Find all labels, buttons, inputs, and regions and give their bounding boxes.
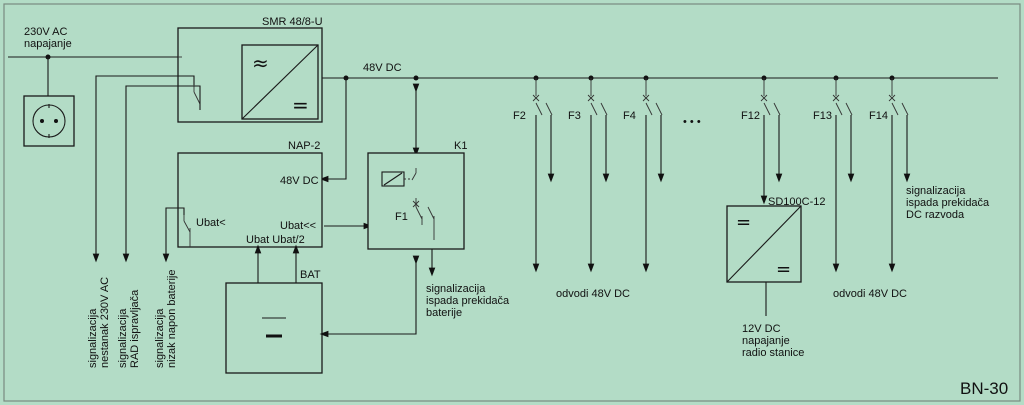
rectifier-diagonal [241, 44, 319, 120]
signal-low-battery-label: signalizacija nizak napon baterije [154, 270, 178, 368]
converter-symbol-top: = [736, 212, 751, 233]
radio-line-2: napajanje [742, 335, 790, 347]
dc-signal-3: DC razvoda [906, 209, 965, 221]
k1-coil-diagonal [383, 172, 403, 186]
k1-battery-wire [319, 255, 420, 338]
nap2-dc-label: 48V DC [280, 175, 319, 187]
drawing-id: BN-30 [960, 379, 1008, 398]
nap2-name: NAP-2 [288, 140, 320, 152]
breakers-group: F2 F3 F4 F12 F13 F14 [513, 75, 911, 273]
dc-signal-2: ispada prekidača [906, 197, 990, 209]
rectifier-dc-symbol: = [292, 93, 309, 117]
k1-fuse-label: F1 [395, 211, 408, 223]
outputs-right-label: odvodi 48V DC [833, 288, 907, 300]
signal-ac-loss-label: signalizacija nestanak 230V AC [87, 277, 111, 368]
k1-f1-aux [427, 206, 435, 220]
breaker-f2-blade [535, 102, 543, 116]
nap2-ubat-low: Ubat< [196, 217, 226, 229]
battery-signal-1: signalizacija [426, 283, 486, 295]
outer-frame [3, 3, 1021, 402]
battery-signal-3: baterije [426, 307, 462, 319]
k1-name: K1 [454, 140, 467, 152]
breaker-f12-x2 [760, 94, 768, 102]
ac-input-label-1: 230V AC [24, 26, 67, 38]
nap2-ubat-pins: Ubat Ubat/2 [246, 234, 305, 246]
breaker-f14-blade [891, 102, 899, 116]
converter-diagonal [726, 205, 802, 283]
breaker-f13-label: F13 [813, 110, 832, 122]
nap2-contact-blade [183, 220, 191, 233]
breaker-f13-aux-blade [845, 102, 853, 116]
signal-wire-low-battery [162, 207, 185, 263]
svg-text:nestanak 230V AC: nestanak 230V AC [99, 277, 111, 368]
radio-line-1: 12V DC [742, 323, 781, 335]
rect-contact-blade [193, 91, 201, 105]
breaker-f12-label: F12 [741, 110, 760, 122]
outputs-left-label: odvodi 48V DC [556, 288, 630, 300]
converter-name: SD100C-12 [768, 196, 825, 208]
nap2-feed-wire [319, 78, 347, 183]
breaker-f3-blade [590, 102, 598, 116]
signal-rectifier-run-label: signalizacija RAD ispravljača [117, 289, 141, 368]
breaker-f14-x2 [888, 94, 896, 102]
breaker-f3-aux-blade [600, 102, 608, 116]
svg-text:signalizacija: signalizacija [154, 308, 166, 368]
battery-box [225, 282, 323, 374]
breaker-f3-x2 [587, 94, 595, 102]
power-socket-icon [23, 95, 75, 147]
breaker-f14-label: F14 [869, 110, 888, 122]
ellipsis: • • • [683, 116, 701, 128]
nap2-box [177, 152, 323, 248]
breaker-f3-label: F3 [568, 110, 581, 122]
radio-line-3: radio stanice [742, 347, 804, 359]
battery-signal-2: ispada prekidača [426, 295, 510, 307]
dc-signal-1: signalizacija [906, 185, 966, 197]
breaker-f13-x2 [832, 94, 840, 102]
k1-f1-x2 [412, 200, 420, 208]
breaker-f2-aux-blade [545, 102, 553, 116]
converter-symbol-bottom: = [776, 259, 791, 280]
signal-wire-ac-loss [92, 75, 195, 263]
bus-label: 48V DC [363, 62, 402, 74]
breaker-f4-label: F4 [623, 110, 636, 122]
breaker-f4-blade [645, 102, 653, 116]
svg-text:signalizacija: signalizacija [117, 308, 129, 368]
breaker-f14-aux-blade [901, 102, 909, 116]
breaker-f2-label: F2 [513, 110, 526, 122]
breaker-f4-aux-blade [655, 102, 663, 116]
battery-name: BAT [300, 269, 321, 281]
svg-text:nizak napon baterije: nizak napon baterije [166, 270, 178, 368]
breaker-f13-blade [835, 102, 843, 116]
rectifier-name: SMR 48/8-U [262, 16, 323, 28]
bus-junction-k1 [413, 75, 419, 81]
nap2-ubat-very-low: Ubat<< [280, 220, 316, 232]
breaker-f4-x2 [642, 94, 650, 102]
rectifier-ac-symbol: ≈ [252, 51, 269, 75]
k1-f1-blade [415, 206, 423, 220]
svg-text:RAD ispravljača: RAD ispravljača [129, 289, 141, 368]
signal-wire-rectifier-run [122, 85, 201, 263]
k1-aux-blade [411, 172, 417, 181]
svg-text:signalizacija: signalizacija [87, 308, 99, 368]
breaker-f2-x2 [532, 94, 540, 102]
breaker-f12-blade [763, 102, 771, 116]
breaker-f12-aux-blade [773, 102, 781, 116]
ac-input-label-2: napajanje [24, 38, 72, 50]
